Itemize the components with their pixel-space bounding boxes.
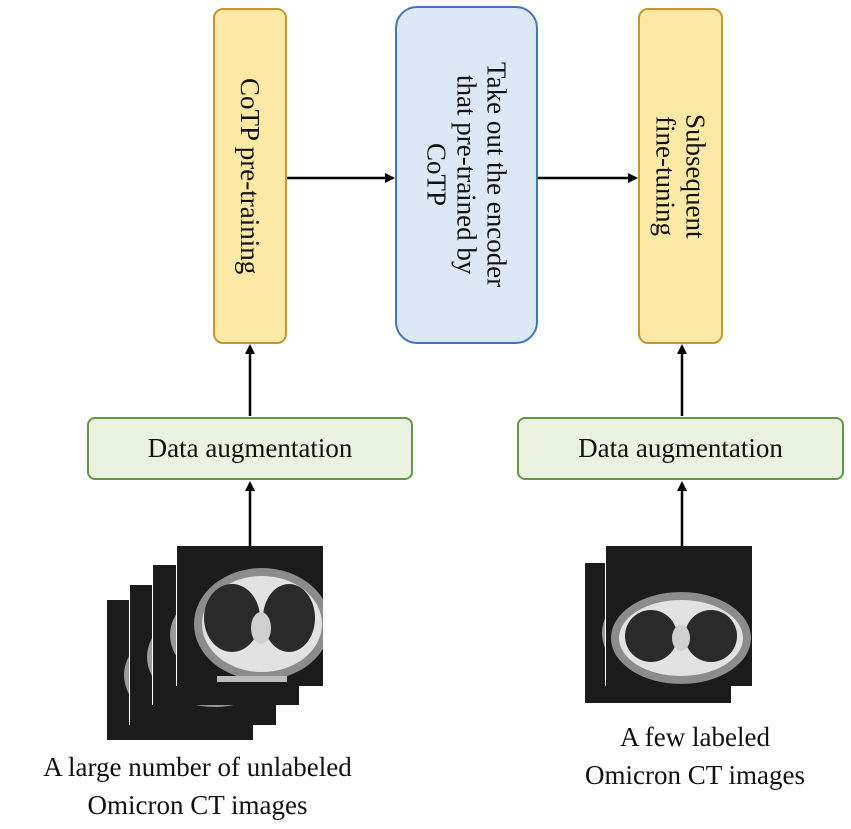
encoder-box: Take out the encoder that pre-trained by… [395, 6, 538, 344]
encoder-label: Take out the encoder that pre-trained by… [421, 62, 512, 288]
right-data-augmentation-box: Data augmentation [517, 417, 844, 480]
left-caption-line1: A large number of unlabeled [43, 752, 352, 782]
right-caption-line1: A few labeled [620, 722, 770, 752]
left-data-augmentation-label: Data augmentation [147, 433, 353, 463]
right-caption-line2: Omicron CT images [585, 760, 805, 790]
fine-tuning-box: Subsequent fine-tuning [638, 8, 723, 344]
left-data-augmentation-box: Data augmentation [87, 417, 413, 480]
right-data-augmentation-label: Data augmentation [578, 433, 783, 463]
right-caption: A few labeled Omicron CT images [545, 718, 845, 794]
left-caption: A large number of unlabeled Omicron CT i… [0, 748, 395, 824]
ct-slice-front [177, 546, 323, 686]
fine-tuning-label: Subsequent fine-tuning [650, 113, 711, 239]
left-caption-line2: Omicron CT images [87, 790, 308, 820]
cotp-pretraining-box: CoTP pre-training [213, 8, 287, 344]
ct-slice-front [606, 546, 752, 686]
cotp-pretraining-label: CoTP pre-training [235, 77, 265, 275]
